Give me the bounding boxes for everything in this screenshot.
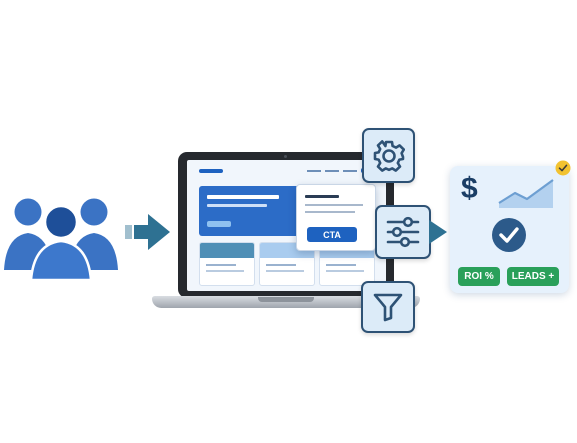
sliders-icon — [386, 216, 420, 248]
gear-icon — [373, 139, 405, 172]
nav-link — [343, 170, 357, 172]
hero-button — [207, 221, 231, 227]
trend-up-icon — [497, 174, 557, 210]
hero-text-line — [207, 204, 267, 207]
funnel-icon — [373, 292, 403, 322]
camera-dot — [284, 155, 287, 158]
nav-link — [325, 170, 339, 172]
popup-text-line — [305, 211, 355, 213]
cta-popup — [296, 184, 376, 251]
feature-card — [199, 242, 255, 286]
filter-tile — [361, 281, 415, 333]
hero-heading-line — [207, 195, 279, 199]
cta-button[interactable]: CTA — [307, 227, 357, 242]
nav-link — [307, 170, 321, 172]
metric-badge-roi: ROI % — [458, 267, 500, 286]
logo-bar — [199, 169, 223, 173]
metric-badge-leads: LEADS + — [507, 267, 559, 286]
settings-tile — [362, 128, 415, 183]
popup-text-line — [305, 195, 339, 198]
check-circle-icon — [491, 217, 527, 253]
arrow-right-icon — [428, 219, 448, 245]
check-badge-icon — [555, 160, 571, 176]
laptop-notch — [258, 297, 314, 302]
popup-text-line — [305, 204, 363, 206]
laptop-base — [152, 296, 420, 308]
currency-symbol: $ — [461, 172, 478, 205]
arrow-right-icon — [125, 212, 171, 252]
adjust-tile — [375, 205, 431, 259]
users-group-icon — [4, 190, 118, 282]
hero-banner — [199, 186, 305, 236]
